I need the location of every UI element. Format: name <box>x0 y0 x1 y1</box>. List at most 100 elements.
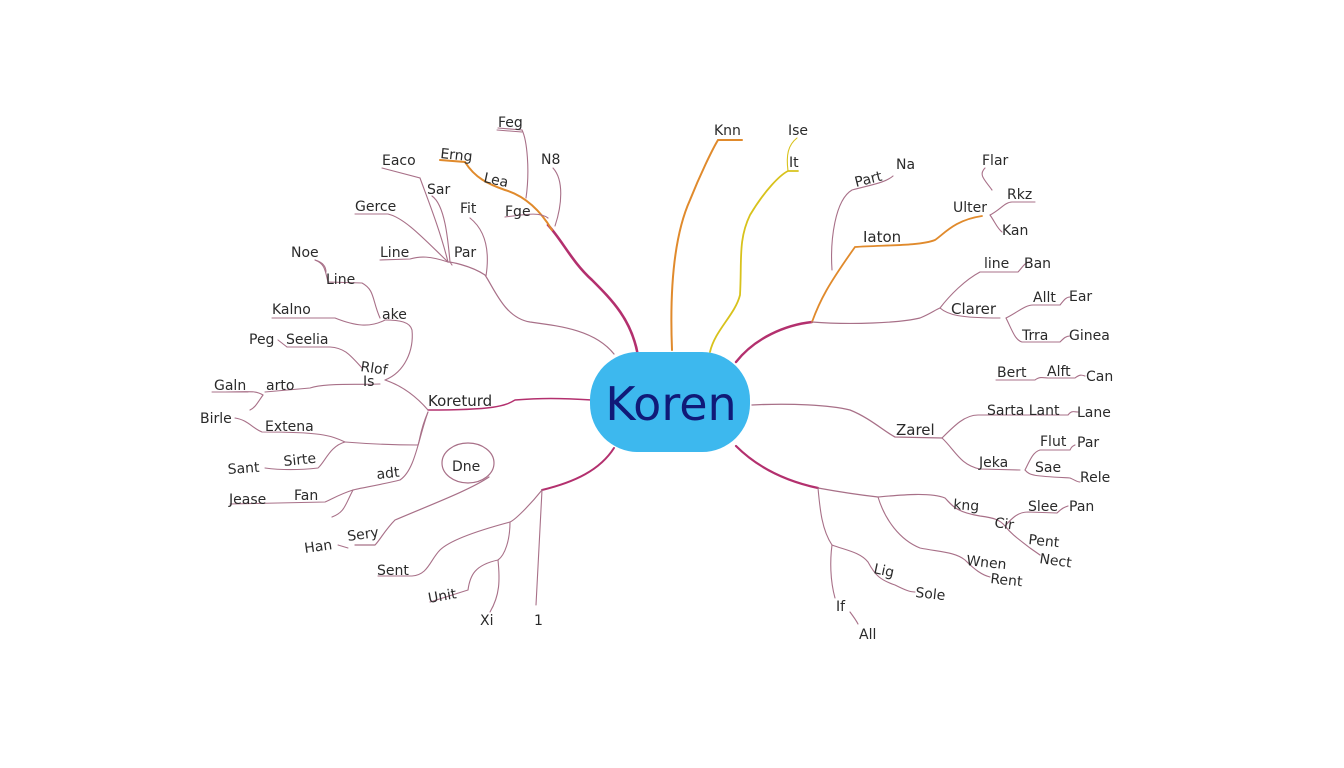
node-cir[interactable]: Cir <box>993 515 1015 534</box>
node-is[interactable]: Is <box>363 374 374 390</box>
node-sent[interactable]: Sent <box>377 563 409 579</box>
node-ginea[interactable]: Ginea <box>1069 328 1110 344</box>
node-kan[interactable]: Kan <box>1002 223 1028 239</box>
node-rkz[interactable]: Rkz <box>1007 187 1032 203</box>
node-xi[interactable]: Xi <box>480 613 493 629</box>
node-ulter[interactable]: Ulter <box>953 200 987 216</box>
node-line-top[interactable]: Line <box>380 245 409 261</box>
node-dne[interactable]: Dne <box>452 459 480 475</box>
edge-wnen <box>877 496 991 578</box>
node-ban[interactable]: Ban <box>1024 256 1051 272</box>
edge-upper-left-secondary <box>447 261 615 355</box>
node-galn[interactable]: Galn <box>214 378 246 394</box>
node-pent[interactable]: Pent <box>1028 532 1061 551</box>
node-sarta-lant[interactable]: Sarta Lant <box>987 403 1060 419</box>
edge-n8 <box>552 167 562 227</box>
node-pan[interactable]: Pan <box>1069 499 1094 515</box>
node-fan[interactable]: Fan <box>294 488 318 504</box>
node-sae[interactable]: Sae <box>1035 460 1061 476</box>
node-extena[interactable]: Extena <box>265 419 314 435</box>
edge-sae <box>1024 469 1081 483</box>
node-iaton[interactable]: Iaton <box>863 228 901 246</box>
edge-part <box>831 175 894 271</box>
edge-slee <box>1004 505 1069 527</box>
node-kng[interactable]: kng <box>953 497 980 515</box>
edge-rkz <box>989 201 1036 216</box>
node-ake[interactable]: ake <box>382 307 407 323</box>
node-na[interactable]: Na <box>896 157 915 173</box>
node-gerce[interactable]: Gerce <box>355 199 396 215</box>
edge-arto-down <box>249 394 264 411</box>
node-koreturd[interactable]: Koreturd <box>428 392 492 410</box>
node-jease[interactable]: Jease <box>228 492 266 508</box>
center-node-shape <box>590 352 750 452</box>
node-lane[interactable]: Lane <box>1077 405 1111 421</box>
edge-lower-right-trunk <box>817 487 1006 527</box>
edge-main-lower-left <box>541 447 615 491</box>
node-if[interactable]: If <box>836 599 846 615</box>
edge-koreturd-down <box>344 411 429 446</box>
node-sole[interactable]: Sole <box>915 585 946 604</box>
edge-one <box>535 489 543 606</box>
node-it[interactable]: It <box>789 155 799 171</box>
node-alft[interactable]: Alft <box>1047 364 1071 380</box>
node-feg[interactable]: Feg <box>498 115 523 131</box>
edge-extena <box>234 417 346 443</box>
node-ise[interactable]: Ise <box>788 123 808 139</box>
node-labels: Feg Erng Lea N8 Eaco Sar Gerce Fit Fge L… <box>200 115 1113 643</box>
node-eaco[interactable]: Eaco <box>382 153 416 169</box>
edge-sarta <box>941 411 1079 439</box>
node-trra[interactable]: Trra <box>1021 328 1048 344</box>
node-kalno[interactable]: Kalno <box>272 302 311 318</box>
edge-jeka <box>941 437 1021 471</box>
edge-sent <box>377 489 543 577</box>
node-sar[interactable]: Sar <box>427 182 450 198</box>
node-flut[interactable]: Flut <box>1040 434 1067 450</box>
node-han[interactable]: Han <box>303 537 333 557</box>
node-slee[interactable]: Slee <box>1028 499 1058 515</box>
node-ear[interactable]: Ear <box>1069 289 1092 305</box>
node-sant[interactable]: Sant <box>227 460 260 478</box>
node-flar[interactable]: Flar <box>982 153 1009 169</box>
node-fge[interactable]: Fge <box>505 204 531 220</box>
node-line-left[interactable]: Line <box>326 272 355 288</box>
node-jeka[interactable]: Jeka <box>978 455 1008 471</box>
node-nect[interactable]: Nect <box>1038 551 1073 571</box>
edge-flar <box>981 167 993 191</box>
node-peg[interactable]: Peg <box>249 332 274 348</box>
node-one[interactable]: 1 <box>534 613 543 629</box>
node-can[interactable]: Can <box>1086 369 1113 385</box>
node-par-top[interactable]: Par <box>454 245 476 261</box>
node-adt[interactable]: adt <box>376 465 401 483</box>
node-rlof[interactable]: Rlof <box>359 359 389 379</box>
node-arto[interactable]: arto <box>266 378 294 394</box>
node-lig[interactable]: Lig <box>872 561 895 581</box>
node-n8[interactable]: N8 <box>541 152 560 168</box>
node-birle[interactable]: Birle <box>200 411 232 427</box>
edge-ake-kalno <box>271 317 386 326</box>
node-clarer[interactable]: Clarer <box>951 300 997 318</box>
node-knn[interactable]: Knn <box>714 123 741 139</box>
node-zarel[interactable]: Zarel <box>896 421 935 439</box>
node-all[interactable]: All <box>859 627 876 643</box>
node-rele[interactable]: Rele <box>1080 470 1110 486</box>
center-node[interactable]: Koren <box>590 352 750 452</box>
node-par-right[interactable]: Par <box>1077 435 1099 451</box>
node-sirte[interactable]: Sirte <box>283 451 317 470</box>
node-noe[interactable]: Noe <box>291 245 319 261</box>
node-allt[interactable]: Allt <box>1033 290 1056 306</box>
node-rent[interactable]: Rent <box>990 571 1024 590</box>
node-sery[interactable]: Sery <box>346 525 379 545</box>
edge-lig-trunk <box>817 487 916 593</box>
edge-main-upper-left <box>546 223 640 358</box>
node-erng[interactable]: Erng <box>440 146 474 165</box>
edge-pent-nect <box>1004 525 1041 556</box>
node-lea[interactable]: Lea <box>482 170 510 191</box>
node-bert[interactable]: Bert <box>997 365 1027 381</box>
node-unit[interactable]: Unit <box>427 586 458 607</box>
node-part[interactable]: Part <box>853 169 884 191</box>
node-seelia[interactable]: Seelia <box>286 332 328 348</box>
node-wnen[interactable]: Wnen <box>966 553 1008 573</box>
node-line-right[interactable]: line <box>984 256 1009 272</box>
node-fit[interactable]: Fit <box>460 201 477 217</box>
